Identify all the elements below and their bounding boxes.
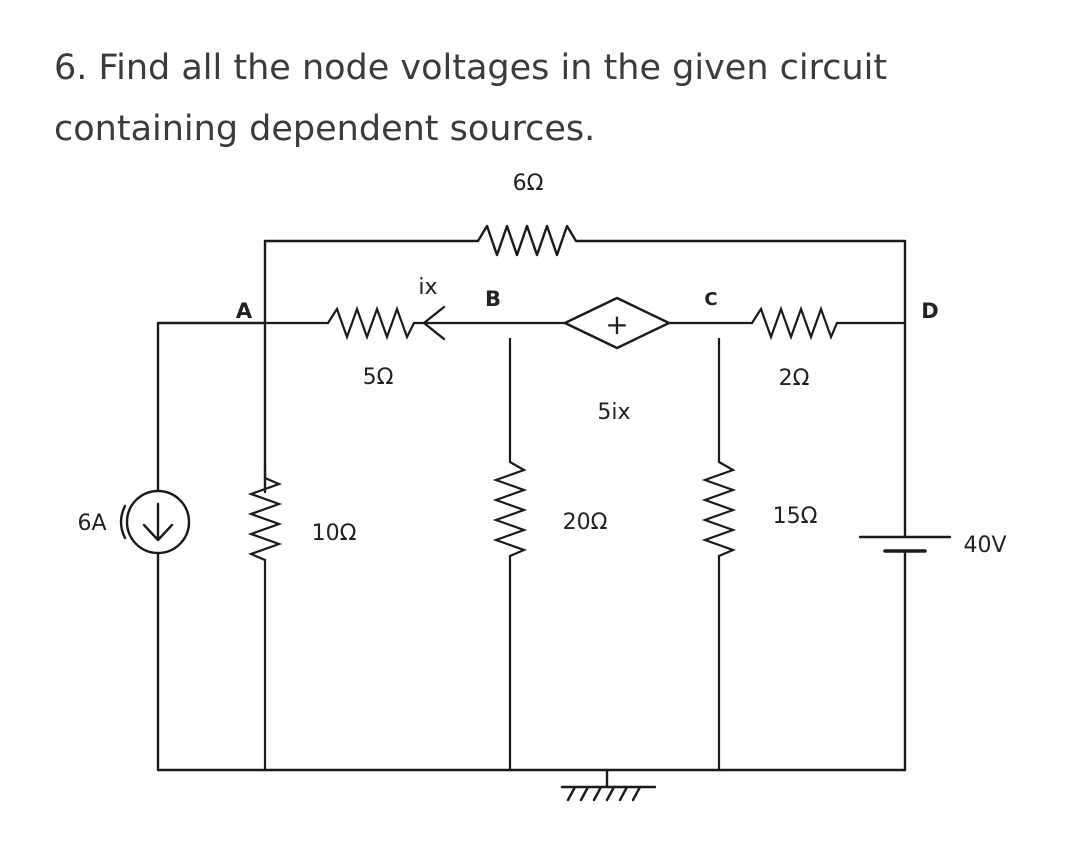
- resistor-2ohm: [669, 305, 905, 341]
- resistor-10ohm: [247, 462, 283, 770]
- label-6ohm: 6Ω: [513, 171, 544, 196]
- dependent-source-diamond: [563, 296, 671, 350]
- label-2ohm: 2Ω: [779, 366, 810, 391]
- node-label-d: D: [921, 299, 938, 323]
- node-label-a: A: [236, 299, 253, 323]
- ground-icon: [560, 768, 657, 802]
- current-source-arrow-icon: [142, 502, 174, 542]
- resistor-20ohm: [492, 338, 528, 770]
- question-text: 6. Find all the node voltages in the giv…: [54, 48, 888, 149]
- label-15ohm: 15Ω: [773, 504, 818, 529]
- label-5ohm: 5Ω: [363, 365, 394, 390]
- label-10ohm: 10Ω: [312, 521, 357, 546]
- label-ix: ix: [418, 275, 437, 300]
- dependent-source-plus: +: [605, 308, 628, 341]
- node-label-c: C: [704, 289, 717, 310]
- ix-arrow: [422, 305, 446, 341]
- node-label-b: B: [485, 287, 501, 311]
- label-5ix: 5ix: [597, 400, 630, 425]
- wire-left-source: [156, 321, 267, 772]
- label-40v: 40V: [963, 533, 1006, 558]
- label-6a: 6A: [77, 511, 106, 536]
- current-source-left-bracket: [119, 504, 127, 540]
- resistor-15ohm: [701, 338, 737, 770]
- wire-top-6ohm: [263, 224, 907, 494]
- resistor-5ohm: [265, 305, 565, 341]
- label-20ohm: 20Ω: [563, 510, 608, 535]
